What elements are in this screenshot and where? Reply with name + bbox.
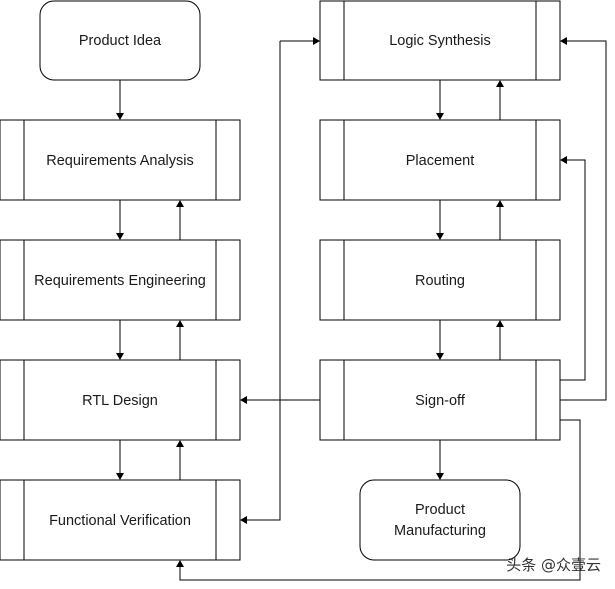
node-placement-label: Placement <box>406 153 475 169</box>
node-functional-verification: Functional Verification <box>0 479 241 561</box>
node-logic-synthesis-label: Logic Synthesis <box>389 33 491 49</box>
node-requirements-analysis: Requirements Analysis <box>0 119 241 201</box>
edge-sign-off-to-rtl-design <box>240 396 320 404</box>
node-functional-verification-label: Functional Verification <box>49 513 191 529</box>
node-requirements-analysis-label: Requirements Analysis <box>46 153 194 169</box>
edge-sign-off-to-placement <box>560 156 586 381</box>
node-routing: Routing <box>319 239 561 321</box>
edge-product-idea-to-requirements-analysis <box>116 80 124 120</box>
edge-requirements-engineering-to-analysis <box>176 200 184 240</box>
edge-routing-to-placement <box>496 200 504 240</box>
edge-requirements-analysis-to-engineering <box>116 200 124 240</box>
node-requirements-engineering-label: Requirements Engineering <box>34 273 206 289</box>
node-product-manufacturing-label-line2: Manufacturing <box>394 523 486 539</box>
watermark-text: 头条 @众壹云 <box>506 556 601 574</box>
node-requirements-engineering: Requirements Engineering <box>0 239 241 321</box>
node-product-manufacturing-label-line1: Product <box>415 502 465 518</box>
node-product-idea: Product Idea <box>39 0 201 81</box>
edge-sign-off-to-functional-verification <box>176 419 581 581</box>
edge-sign-off-to-routing <box>496 320 504 360</box>
node-product-manufacturing: Product Manufacturing <box>359 479 521 561</box>
edge-functional-verification-to-rtl-design <box>176 440 184 480</box>
node-rtl-design-label: RTL Design <box>82 393 158 409</box>
edge-sign-off-to-logic-synthesis <box>560 37 607 401</box>
edge-logic-synthesis-to-functional-verification <box>240 41 281 524</box>
edge-placement-to-routing <box>436 200 444 240</box>
node-rtl-design: RTL Design <box>0 359 241 441</box>
node-sign-off: Sign-off <box>319 359 561 441</box>
node-product-idea-label: Product Idea <box>79 33 162 49</box>
node-logic-synthesis: Logic Synthesis <box>319 0 561 81</box>
edge-requirements-engineering-to-rtl-design <box>116 320 124 360</box>
edge-functional-verification-to-logic-synthesis <box>280 37 320 45</box>
edge-routing-to-sign-off <box>436 320 444 360</box>
edge-placement-to-logic-synthesis <box>496 80 504 120</box>
edge-rtl-design-to-functional-verification <box>116 440 124 480</box>
node-placement: Placement <box>319 119 561 201</box>
edge-sign-off-to-product-manufacturing <box>436 440 444 480</box>
node-routing-label: Routing <box>415 273 465 289</box>
node-sign-off-label: Sign-off <box>415 393 466 409</box>
edge-logic-synthesis-to-placement <box>436 80 444 120</box>
edge-rtl-design-to-requirements-engineering <box>176 320 184 360</box>
